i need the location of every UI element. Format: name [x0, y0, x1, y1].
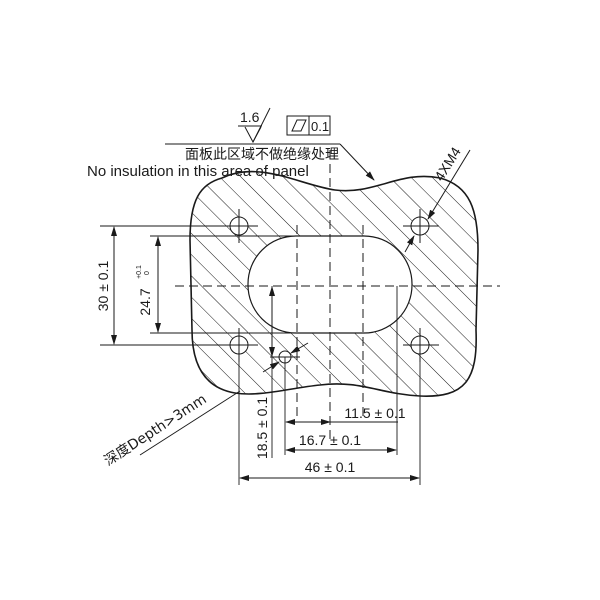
hole-top-right	[403, 209, 439, 243]
depth-leader: 深度Depth>3mm	[101, 390, 241, 469]
note-leader	[165, 143, 375, 181]
dim-text-16-7: 16.7 ± 0.1	[299, 432, 361, 448]
surface-roughness-symbol: 1.6	[238, 107, 271, 144]
dim-text-30: 30 ± 0.1	[95, 261, 111, 312]
mounting-holes	[222, 209, 439, 364]
flatness-frame: 0.1	[286, 115, 331, 136]
dim-tol-lower: 0	[144, 271, 151, 275]
dim-text-18-5: 18.5 ± 0.1	[254, 397, 270, 459]
dim-offset-vertical: 18.5 ± 0.1	[254, 286, 275, 459]
panel-outline-hatched	[190, 171, 478, 397]
thread-text: 4XM4	[431, 144, 464, 184]
dim-tol-upper: +0.1	[136, 265, 143, 279]
dim-height-slot: 24.7 +0.1 0	[136, 236, 161, 333]
dim-text-24-7: 24.7	[137, 288, 153, 315]
flatness-icon	[291, 119, 307, 132]
panel-area	[189, 170, 479, 397]
dim-text-46: 46 ± 0.1	[305, 459, 356, 475]
dim-width-outer: 46 ± 0.1	[239, 459, 420, 481]
dim-offset-11-5: 11.5 ± 0.1	[285, 405, 406, 425]
dim-height-outer: 30 ± 0.1	[95, 226, 117, 345]
center-lines	[175, 150, 500, 440]
note-en: No insulation in this area of panel	[87, 163, 309, 180]
dim-text-11-5: 11.5 ± 0.1	[344, 405, 405, 421]
note-cn: 面板此区域不做绝缘处理	[185, 147, 339, 163]
depth-note: 深度Depth>3mm	[101, 391, 209, 469]
panel-outline	[189, 170, 479, 397]
flatness-value: 0.1	[311, 119, 329, 134]
dim-offset-16-7: 16.7 ± 0.1	[285, 432, 397, 453]
roughness-value: 1.6	[240, 109, 260, 125]
small-hole-leader	[262, 342, 309, 373]
